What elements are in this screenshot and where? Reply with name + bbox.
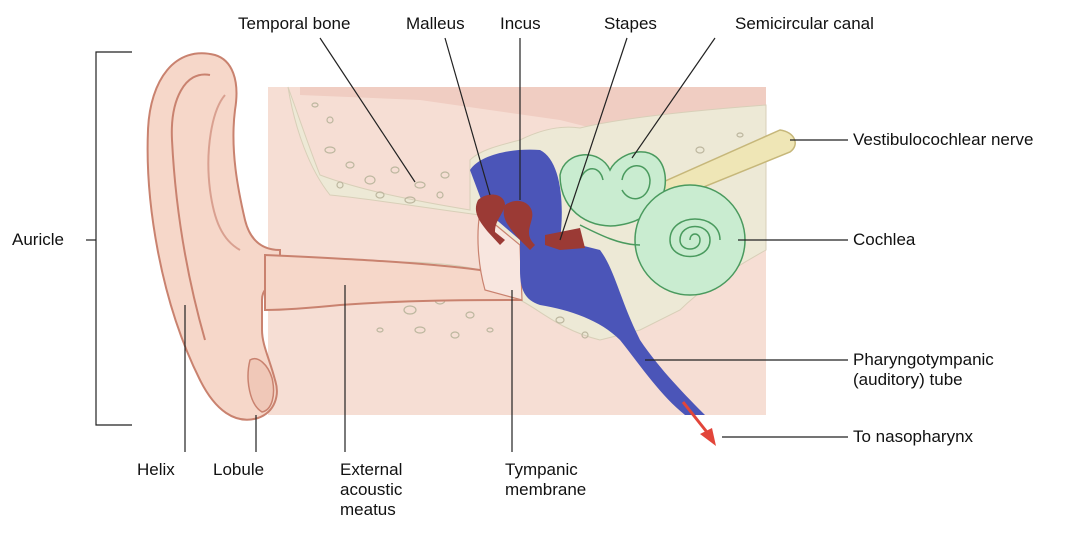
label-pharyngotympanic-line2: (auditory) tube [853,370,994,390]
label-tympanic-line2: membrane [505,480,586,500]
nasopharynx-arrowhead [700,428,716,446]
label-external-acoustic-meatus: External acoustic meatus [340,460,402,520]
label-auricle: Auricle [12,230,64,250]
label-cochlea: Cochlea [853,230,915,250]
label-tympanic-line1: Tympanic [505,460,586,480]
label-lobule: Lobule [213,460,264,480]
label-external-line1: External [340,460,402,480]
label-to-nasopharynx: To nasopharynx [853,427,973,447]
label-pharyngotympanic-tube: Pharyngotympanic (auditory) tube [853,350,994,390]
label-temporal-bone: Temporal bone [238,14,350,34]
label-helix: Helix [137,460,175,480]
label-tympanic-membrane: Tympanic membrane [505,460,586,500]
label-semicircular-canal: Semicircular canal [735,14,874,34]
label-pharyngotympanic-line1: Pharyngotympanic [853,350,994,370]
label-incus: Incus [500,14,541,34]
auricle-bracket [96,52,132,425]
label-malleus: Malleus [406,14,465,34]
label-vestibulocochlear-nerve: Vestibulocochlear nerve [853,130,1034,150]
label-external-line2: acoustic [340,480,402,500]
label-stapes: Stapes [604,14,657,34]
label-external-line3: meatus [340,500,402,520]
